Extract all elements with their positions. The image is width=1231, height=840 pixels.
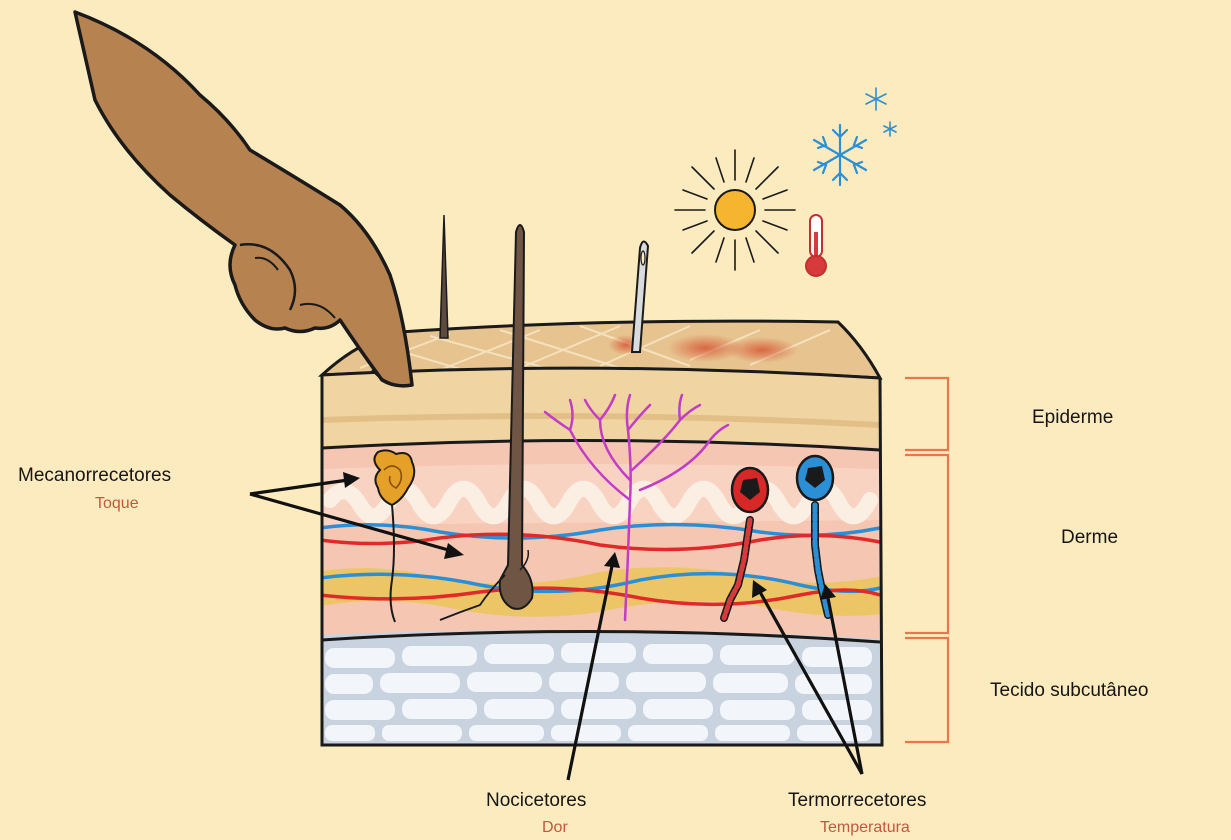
receptor-label-mecano: Mecanorrecetores <box>18 466 171 485</box>
receptor-label-noci: Nocicetores <box>486 791 586 810</box>
layer-label-subcutaneo: Tecido subcutâneo <box>990 681 1148 700</box>
receptor-label-termo: Termorrecetores <box>788 791 926 810</box>
stimulus-label-dor: Dor <box>542 820 568 836</box>
stimulus-label-temperatura: Temperatura <box>820 820 910 836</box>
pointing-finger-icon <box>75 12 412 386</box>
sun-icon <box>675 150 795 270</box>
layer-label-derme: Derme <box>1061 528 1118 547</box>
thermometer-icon <box>806 215 826 276</box>
layer-label-epiderme: Epiderme <box>1032 408 1113 427</box>
snowflake-icon <box>814 88 896 185</box>
layer-brackets <box>905 378 948 742</box>
stimulus-label-toque: Toque <box>95 496 139 512</box>
hair-icon <box>440 215 448 338</box>
